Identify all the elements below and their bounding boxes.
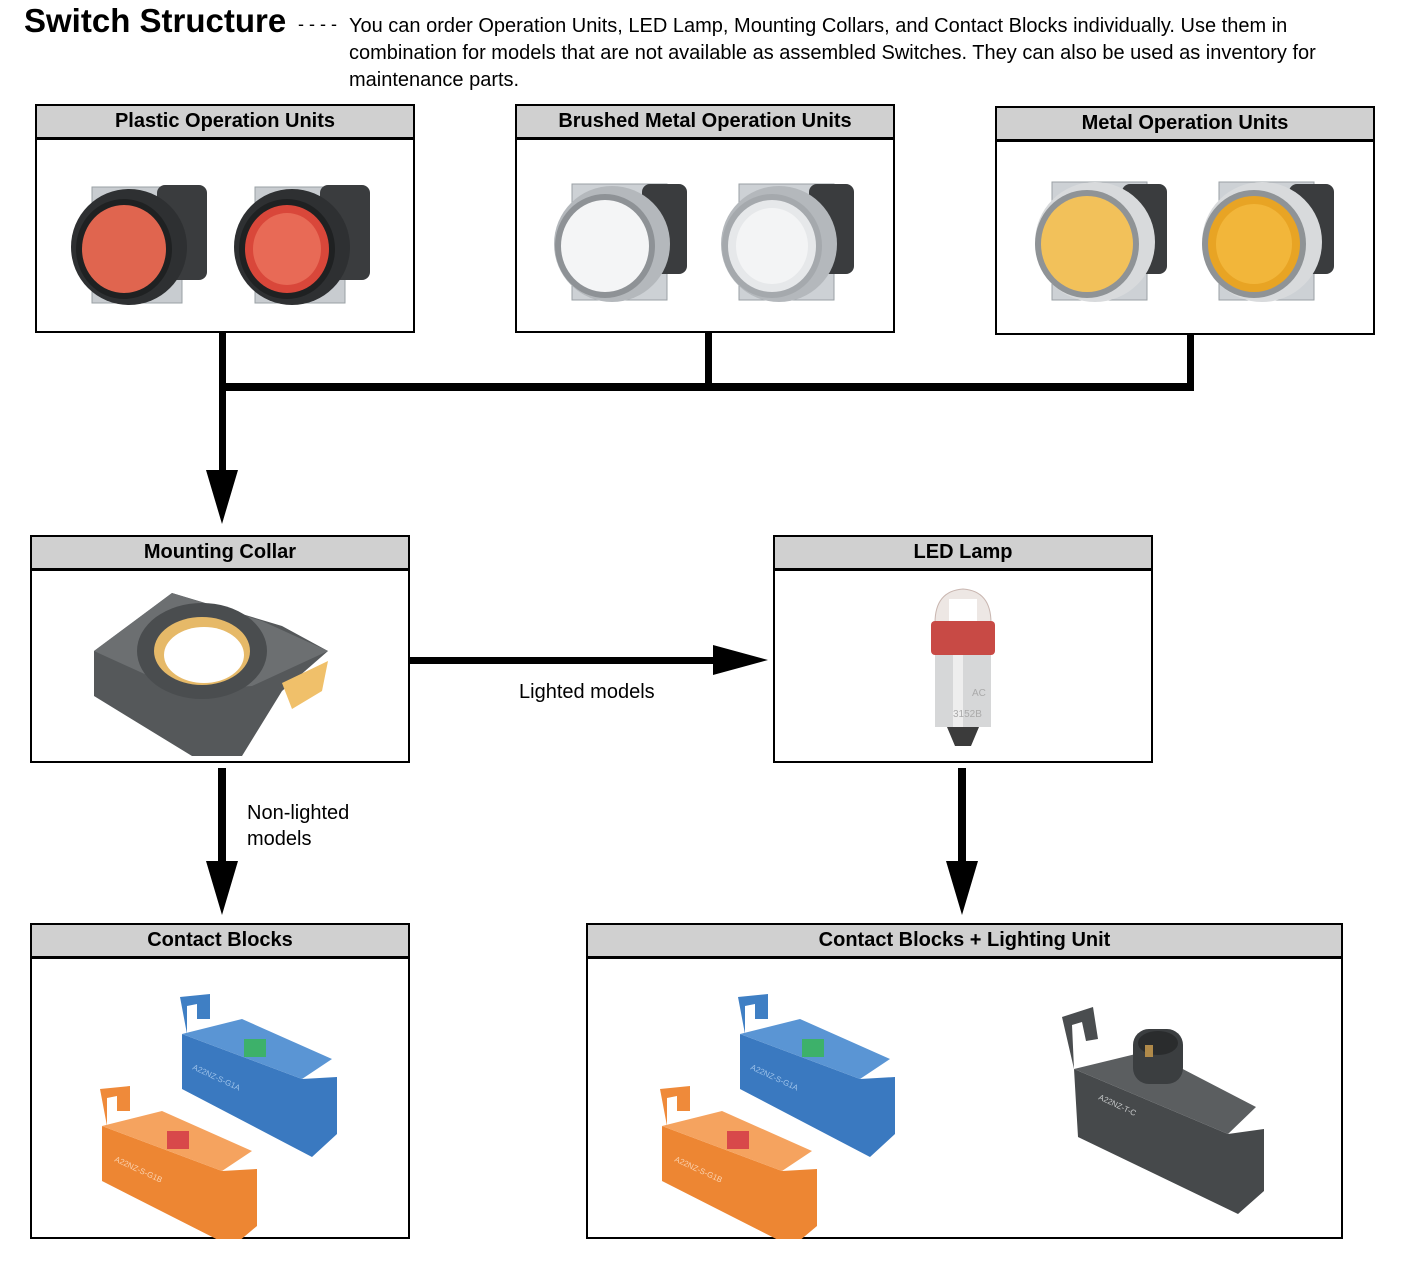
arrow-to-lighting	[946, 861, 978, 915]
box-body: A22NZ-S-G1A A22NZ-S-G1B	[32, 959, 408, 1247]
metal-operation-units-box: Metal Operation Units	[995, 106, 1375, 335]
box-title: LED Lamp	[775, 537, 1151, 571]
contact-blocks-illustration: A22NZ-S-G1A A22NZ-S-G1B	[100, 994, 337, 1247]
lighting-unit-block: A22NZ-T-C	[1062, 1007, 1264, 1214]
box-title: Metal Operation Units	[997, 108, 1373, 142]
contact-block-orange: A22NZ-S-G1B	[660, 1086, 817, 1247]
contact-blocks-lighting-illustration: A22NZ-S-G1A A22NZ-S-G1B A22NZ-T-C	[660, 994, 1264, 1247]
led-marking-code: 3152B	[953, 709, 982, 720]
connector-brushed-stem	[705, 332, 712, 387]
plastic-unit-lighted	[234, 185, 370, 305]
brushed-units-illustration	[554, 183, 854, 302]
title-separator: - - - -	[298, 14, 337, 34]
box-title: Mounting Collar	[32, 537, 408, 571]
metal-unit-lighted	[1202, 181, 1334, 302]
connector-metal-stem	[1187, 334, 1194, 391]
box-body	[32, 571, 408, 766]
box-title: Contact Blocks	[32, 925, 408, 959]
page-title: Switch Structure	[24, 2, 287, 39]
contact-blocks-box: Contact Blocks A22NZ-S-G1A A22NZ-S-G1B	[30, 923, 410, 1247]
connector-led-to-lighting	[958, 768, 966, 863]
mounting-collar-box: Mounting Collar	[30, 535, 410, 763]
non-lighted-label-line1: Non-lighted	[247, 802, 350, 824]
box-body	[997, 142, 1373, 337]
plastic-operation-units-box: Plastic Operation Units	[35, 104, 415, 333]
plastic-units-illustration	[71, 185, 370, 305]
arrow-to-contact	[206, 861, 238, 915]
lighted-models-label: Lighted models	[519, 681, 655, 703]
box-body	[517, 140, 893, 335]
description-text: You can order Operation Units, LED Lamp,…	[349, 15, 1316, 91]
led-lamp-box: LED Lamp AC 3152B	[773, 535, 1153, 763]
box-body: AC 3152B	[775, 571, 1151, 766]
brushed-unit-nonlighted	[554, 183, 687, 302]
brushed-unit-lighted	[721, 183, 854, 302]
arrow-to-led	[713, 645, 768, 675]
box-title: Contact Blocks + Lighting Unit	[588, 925, 1341, 959]
box-title: Brushed Metal Operation Units	[517, 106, 893, 140]
connector-bus-line	[219, 383, 1194, 391]
non-lighted-label-line2: models	[247, 828, 312, 850]
box-body: A22NZ-S-G1A A22NZ-S-G1B A22NZ-T-C	[588, 959, 1341, 1247]
metal-units-illustration	[1035, 181, 1334, 302]
led-lamp-illustration: AC 3152B	[931, 588, 995, 746]
contact-blocks-lighting-unit-box: Contact Blocks + Lighting Unit A22NZ-S-G…	[586, 923, 1343, 1247]
mounting-collar-illustration	[94, 593, 328, 756]
metal-unit-nonlighted	[1035, 181, 1167, 302]
arrow-to-collar	[206, 470, 238, 524]
contact-block-blue: A22NZ-S-G1A	[738, 994, 895, 1157]
connector-collar-to-led	[410, 657, 720, 664]
brushed-metal-operation-units-box: Brushed Metal Operation Units	[515, 104, 895, 333]
box-body	[37, 140, 413, 335]
contact-block-orange: A22NZ-S-G1B	[100, 1086, 257, 1247]
box-title: Plastic Operation Units	[37, 106, 413, 140]
connector-plastic-stem	[219, 332, 226, 472]
connector-collar-to-contact	[218, 768, 226, 863]
plastic-unit-nonlighted	[71, 185, 207, 305]
led-marking-ac: AC	[972, 688, 986, 699]
contact-block-blue: A22NZ-S-G1A	[180, 994, 337, 1157]
